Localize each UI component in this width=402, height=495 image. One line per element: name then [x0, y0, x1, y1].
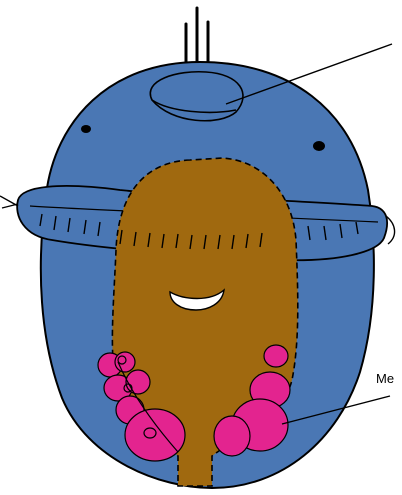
apical-tuft-icon: [186, 8, 208, 64]
label-mesoderm: Me: [376, 371, 394, 386]
eyespot-icon: [81, 125, 91, 133]
eyespot-icon: [313, 141, 325, 151]
leader-line-left: [0, 196, 18, 206]
